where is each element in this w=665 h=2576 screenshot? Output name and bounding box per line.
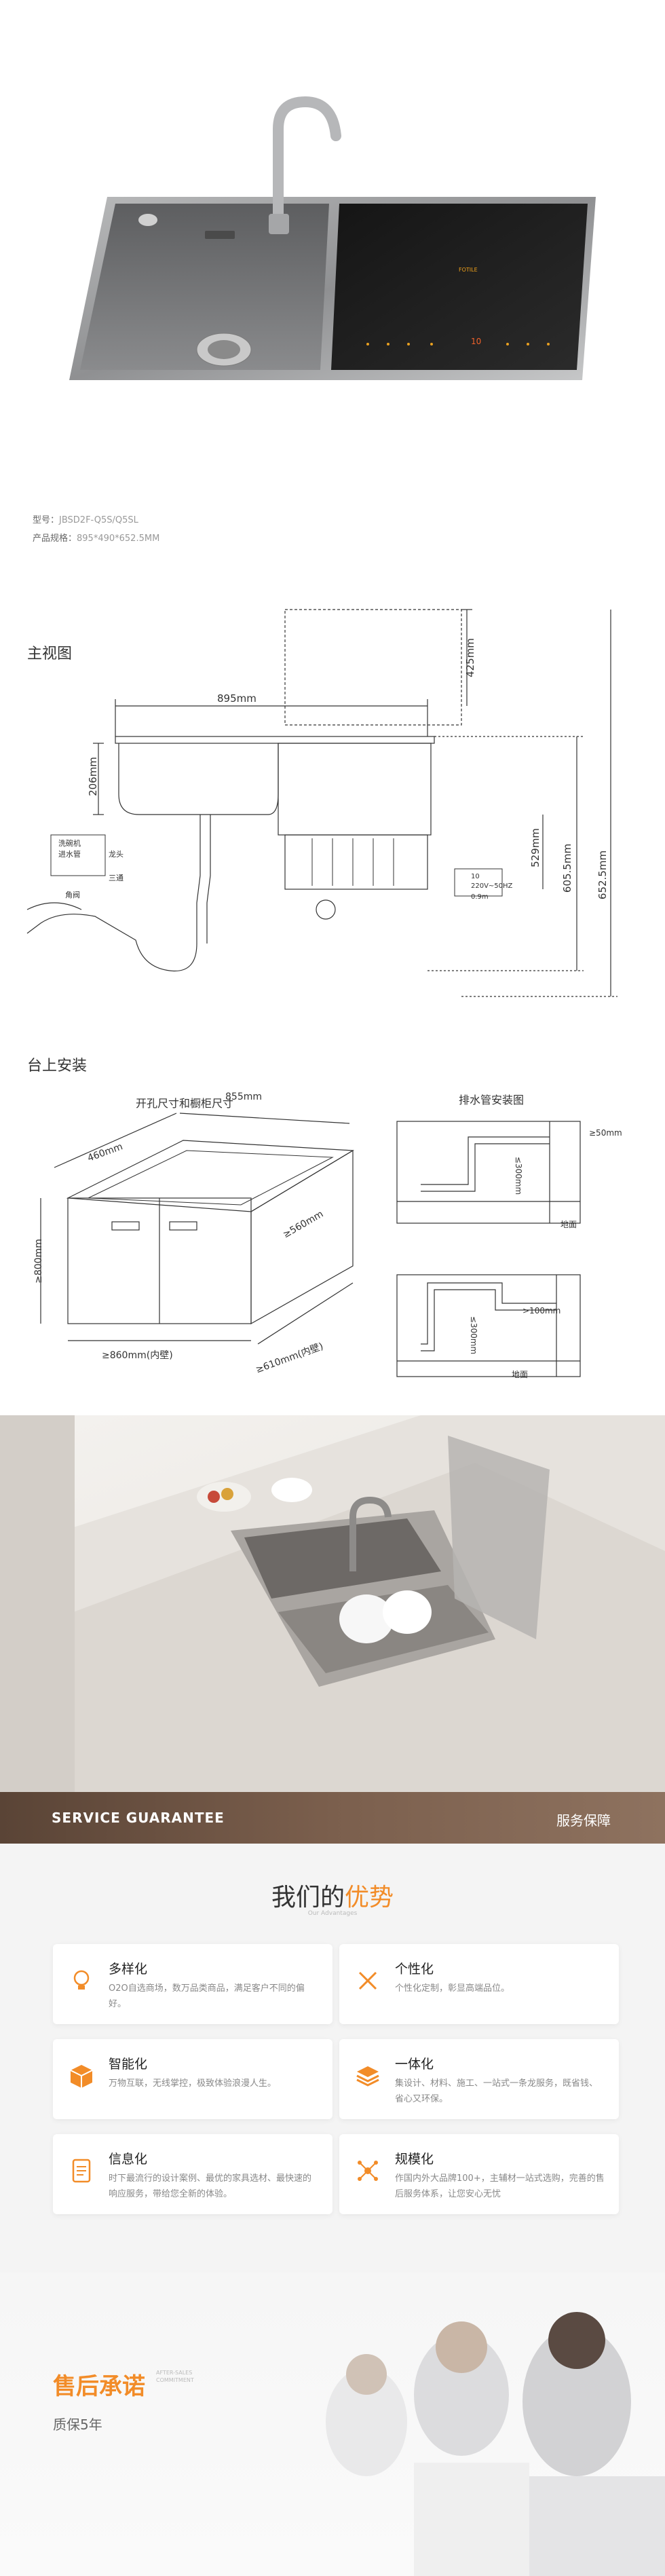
front-view-title: 主视图 xyxy=(27,646,73,662)
dim-860: ≥860mm(内壁) xyxy=(102,1350,173,1361)
dim-605: 605.5mm xyxy=(561,843,574,893)
cube-icon xyxy=(70,2065,93,2088)
model-spec: 型号：JBSD2F-Q5S/Q5SL xyxy=(33,515,138,525)
callout-inlet: 进水管 xyxy=(58,850,81,859)
dim-652: 652.5mm xyxy=(596,850,609,900)
service-bar-right: 服务保障 xyxy=(556,1812,611,1829)
advantage-desc: 集设计、材料、施工、一站式一条龙服务，既省钱、省心又环保。 xyxy=(395,2078,598,2104)
advantage-desc: O2O自选商场，数万品类商品，满足客户不同的偏好。 xyxy=(109,1983,305,2009)
callout-tap: 龙头 xyxy=(109,850,124,859)
cutout-title: 开孔尺寸和橱柜尺寸 xyxy=(136,1097,234,1110)
advantage-title: 信息化 xyxy=(109,2152,148,2167)
advantage-card: 多样化 O2O自选商场，数万品类商品，满足客户不同的偏好。 xyxy=(53,1944,332,2024)
service-guarantee-bar: SERVICE GUARANTEE 服务保障 xyxy=(0,1792,665,1844)
d2-floor: 地面 xyxy=(512,1370,529,1379)
size-spec: 产品规格：895*490*652.5MM xyxy=(33,534,160,544)
advantage-title: 规模化 xyxy=(395,2152,434,2167)
advantage-desc: 万物互联，无线掌控，极致体验浪漫人生。 xyxy=(109,2078,277,2089)
document-icon xyxy=(72,2159,91,2183)
panel-brand: FOTILE xyxy=(459,267,478,273)
advantage-card: 个性化 个性化定制，彰显高端品位。 xyxy=(339,1944,619,2024)
install-diagrams xyxy=(40,1113,581,1377)
dim-425: 425mm xyxy=(463,638,476,677)
pencil-ruler-icon xyxy=(358,1971,377,1990)
front-view-diagram xyxy=(26,609,618,997)
panel-display: 10 xyxy=(471,337,481,346)
sink-dishwasher-image: FOTILE 10 xyxy=(69,96,596,380)
dim-width: 895mm xyxy=(217,692,256,705)
advantages-section: 我们的优势 Our Advantages 多样化 O2O自选商场，数万品类商品，… xyxy=(0,1844,665,2273)
plug-line3: 0.9m xyxy=(471,893,489,901)
callout-washer: 洗碗机 xyxy=(58,839,81,848)
plug-line2: 220V~50HZ xyxy=(471,882,513,890)
product-section: FOTILE 10 型号：JBSD2F-Q5S/Q5SL 产品规格：895*49… xyxy=(0,0,665,544)
dim-855: 855mm xyxy=(225,1091,262,1102)
callout-tee: 三通 xyxy=(109,874,124,882)
d2-100: >100mm xyxy=(522,1306,561,1315)
dim-206: 206mm xyxy=(86,757,99,796)
advantage-card: 智能化 万物互联，无线掌控，极致体验浪漫人生。 xyxy=(53,2039,332,2119)
callout-angle: 角阀 xyxy=(65,891,80,899)
dim-800: ≥800mm xyxy=(33,1239,44,1284)
advantage-title: 个性化 xyxy=(395,1962,434,1977)
advantage-title: 多样化 xyxy=(109,1962,148,1977)
d1-floor: 地面 xyxy=(560,1220,577,1229)
advantage-title: 一体化 xyxy=(395,2057,434,2072)
advantage-desc: 时下最流行的设计案例、最优的家具选材、最快速的响应服务，带给您全新的体验。 xyxy=(109,2173,312,2199)
d2-300: ≤300mm xyxy=(469,1315,479,1355)
after-sales-title: 售后承诺 xyxy=(53,2373,145,2400)
plug-line1: 10 xyxy=(471,873,480,880)
d1-50: ≥50mm xyxy=(589,1128,622,1138)
warranty-text: 质保5年 xyxy=(53,2416,102,2433)
install-title: 台上安装 xyxy=(27,1058,88,1075)
drain-title: 排水管安装图 xyxy=(459,1094,525,1106)
advantage-desc: 个性化定制，彰显高端品位。 xyxy=(395,1983,510,1994)
advantage-card: 信息化 时下最流行的设计案例、最优的家具选材、最快速的响应服务，带给您全新的体验… xyxy=(53,2134,332,2214)
kitchen-scene-image xyxy=(0,1415,665,1792)
layers-icon xyxy=(356,2066,379,2087)
advantage-card: 规模化 作国内外大品牌100+，主辅材一站式选购，完善的售后服务体系，让您安心无… xyxy=(339,2134,619,2214)
advantages-subtitle: Our Advantages xyxy=(307,1910,358,1917)
dim-529: 529mm xyxy=(529,828,542,867)
kitchen-illustration xyxy=(0,1415,665,1792)
lightbulb-icon xyxy=(73,1970,90,1990)
d1-300: ≤300mm xyxy=(514,1156,524,1195)
advantage-title: 智能化 xyxy=(109,2057,148,2072)
advantage-desc: 作国内外大品牌100+，主辅材一站式选购，完善的售后服务体系，让您安心无忧 xyxy=(395,2173,605,2199)
service-bar-left: SERVICE GUARANTEE xyxy=(52,1810,225,1826)
call-center-staff-image xyxy=(326,2312,665,2576)
advantage-card: 一体化 集设计、材料、施工、一站式一条龙服务，既省钱、省心又环保。 xyxy=(339,2039,619,2119)
advantages-title: 我们的优势 xyxy=(271,1884,394,1911)
network-icon xyxy=(358,2161,378,2181)
